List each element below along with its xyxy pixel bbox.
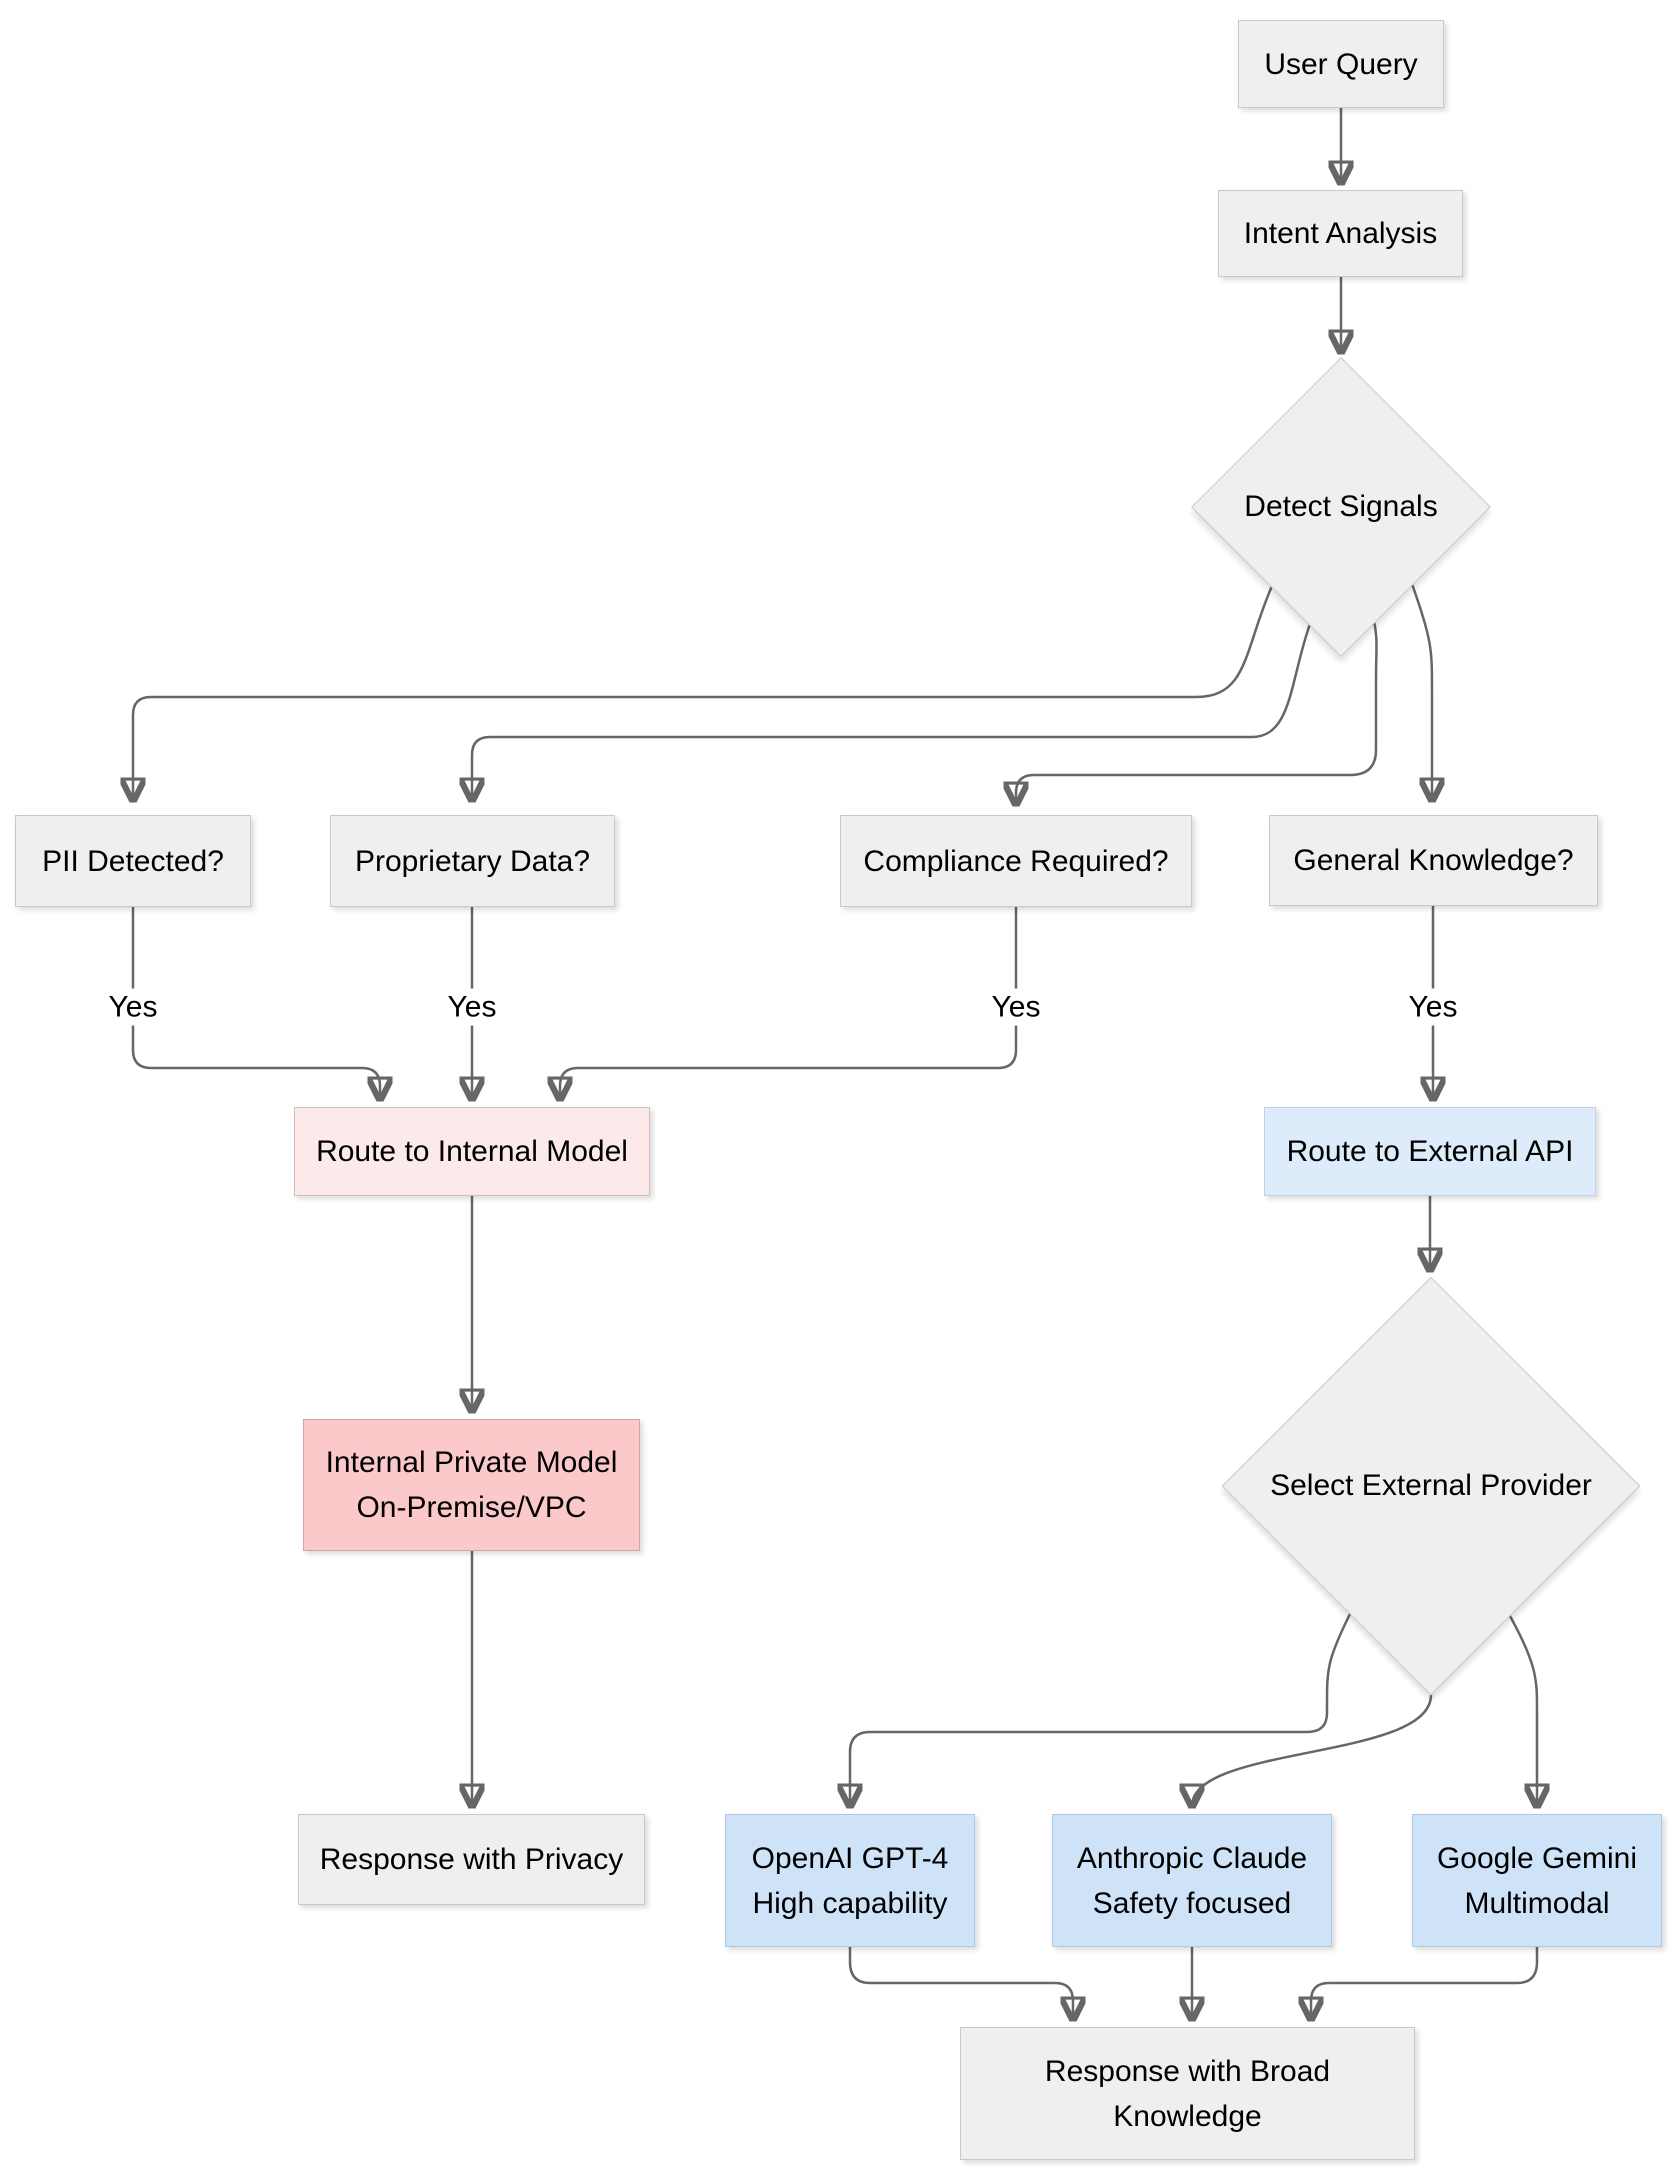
edge-pii-yes-to-route-internal xyxy=(131,907,380,1099)
node-google-gemini-line2: Multimodal xyxy=(1464,1886,1610,1920)
edge-select-to-openai xyxy=(850,1613,1352,1806)
node-response-broad-knowledge: Response with Broad Knowledge xyxy=(960,2027,1415,2160)
node-route-external-api: Route to External API xyxy=(1264,1107,1596,1196)
node-proprietary-data: Proprietary Data? xyxy=(330,815,615,907)
decision-select-external-provider: Select External Provider xyxy=(1221,1276,1641,1696)
edge-label-yes-pii: Yes xyxy=(100,988,166,1026)
decision-detect-signals: Detect Signals xyxy=(1191,357,1491,657)
node-general-knowledge-label: General Knowledge? xyxy=(1293,844,1574,877)
node-anthropic-claude-line1: Anthropic Claude xyxy=(1076,1841,1308,1875)
edge-detect-to-pii xyxy=(133,585,1274,800)
edge-label-yes-general: Yes xyxy=(1400,988,1466,1026)
node-pii-detected-label: PII Detected? xyxy=(42,844,224,878)
node-google-gemini: Google Gemini Multimodal xyxy=(1412,1814,1662,1947)
node-response-broad-knowledge-line2: Knowledge xyxy=(1113,2099,1262,2133)
node-google-gemini-line1: Google Gemini xyxy=(1436,1841,1638,1875)
node-intent-analysis-label: Intent Analysis xyxy=(1243,217,1438,250)
node-internal-private-model: Internal Private Model On-Premise/VPC xyxy=(303,1419,640,1551)
node-anthropic-claude-line2: Safety focused xyxy=(1092,1886,1292,1920)
node-response-broad-knowledge-line1: Response with Broad xyxy=(1044,2054,1331,2088)
node-route-internal-model-label: Route to Internal Model xyxy=(316,1135,628,1168)
edge-detect-to-compliance xyxy=(1016,620,1378,804)
node-general-knowledge: General Knowledge? xyxy=(1269,815,1598,906)
edge-label-yes-proprietary: Yes xyxy=(439,988,505,1026)
node-openai-gpt4-line2: High capability xyxy=(752,1886,948,1920)
node-internal-private-model-line1: Internal Private Model xyxy=(325,1446,618,1479)
node-response-with-privacy: Response with Privacy xyxy=(298,1814,645,1905)
edge-compliance-yes-to-route-internal xyxy=(560,907,1018,1099)
edge-detect-to-proprietary xyxy=(472,623,1312,800)
node-compliance-required: Compliance Required? xyxy=(840,815,1192,907)
node-proprietary-data-label: Proprietary Data? xyxy=(354,844,591,878)
edge-gemini-to-response-broad xyxy=(1311,1947,1539,2019)
node-anthropic-claude: Anthropic Claude Safety focused xyxy=(1052,1814,1332,1947)
edge-detect-to-general xyxy=(1410,583,1432,800)
node-compliance-required-label: Compliance Required? xyxy=(863,844,1169,878)
node-openai-gpt4: OpenAI GPT-4 High capability xyxy=(725,1814,975,1947)
node-route-external-api-label: Route to External API xyxy=(1286,1135,1574,1168)
node-openai-gpt4-line1: OpenAI GPT-4 xyxy=(751,1841,949,1875)
node-pii-detected: PII Detected? xyxy=(15,815,251,907)
node-response-with-privacy-label: Response with Privacy xyxy=(319,1843,624,1876)
decision-detect-signals-label: Detect Signals xyxy=(1244,490,1438,523)
node-route-internal-model: Route to Internal Model xyxy=(294,1107,650,1196)
edge-select-to-gemini xyxy=(1508,1615,1537,1806)
node-intent-analysis: Intent Analysis xyxy=(1218,190,1463,277)
node-user-query: User Query xyxy=(1238,20,1444,108)
edge-openai-to-response-broad xyxy=(848,1947,1073,2019)
edge-select-to-anthropic xyxy=(1192,1694,1433,1806)
node-internal-private-model-line2: On-Premise/VPC xyxy=(356,1491,587,1524)
decision-select-external-provider-label: Select External Provider xyxy=(1270,1469,1592,1502)
node-user-query-label: User Query xyxy=(1264,47,1418,81)
edge-label-yes-compliance: Yes xyxy=(983,988,1049,1026)
